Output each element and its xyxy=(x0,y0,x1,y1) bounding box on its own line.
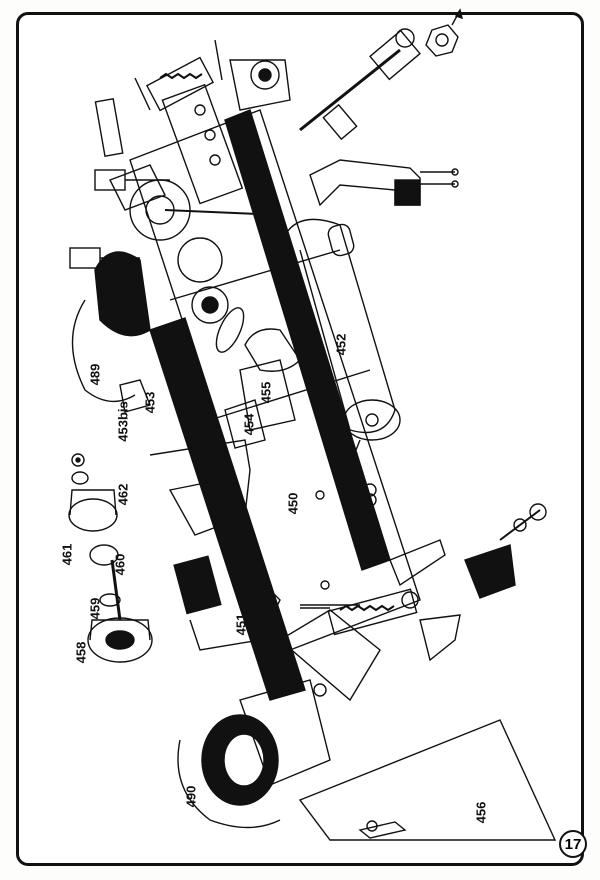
front-suspension-assembly xyxy=(134,39,291,205)
servo-clamp xyxy=(309,159,459,207)
front-drive-shaft xyxy=(299,8,463,141)
differential-exploded xyxy=(68,453,153,663)
rear-suspension-assembly xyxy=(278,539,461,702)
drive-belt xyxy=(71,299,151,413)
part-label-450: 450 xyxy=(285,492,301,515)
part-label-459: 459 xyxy=(87,597,103,620)
part-label-458: 458 xyxy=(73,641,89,664)
fuel-tank xyxy=(244,218,401,466)
part-label-454: 454 xyxy=(241,413,257,436)
part-label-490: 490 xyxy=(183,785,199,808)
engine-clutch-cluster xyxy=(94,164,281,353)
page-number: 17 xyxy=(559,830,587,858)
rear-hub xyxy=(464,503,547,599)
chassis-rail-left xyxy=(149,317,306,701)
part-label-452: 452 xyxy=(333,333,349,356)
part-label-456: 456 xyxy=(473,801,489,824)
part-label-460: 460 xyxy=(112,553,128,576)
part-label-455: 455 xyxy=(258,381,274,404)
part-label-461: 461 xyxy=(59,543,75,566)
part-label-451: 451 xyxy=(233,613,249,636)
part-label-453: 453 xyxy=(142,391,158,414)
loose-hardware xyxy=(300,483,377,609)
part-label-489: 489 xyxy=(87,363,103,386)
spool-pins xyxy=(69,98,170,269)
chassis-rail-right xyxy=(224,109,391,571)
part-label-462: 462 xyxy=(115,483,131,506)
rear-wheel xyxy=(177,679,331,829)
frame-brackets xyxy=(149,359,296,651)
part-label-453bis: 453bis xyxy=(115,401,131,442)
body-panel xyxy=(298,719,557,841)
